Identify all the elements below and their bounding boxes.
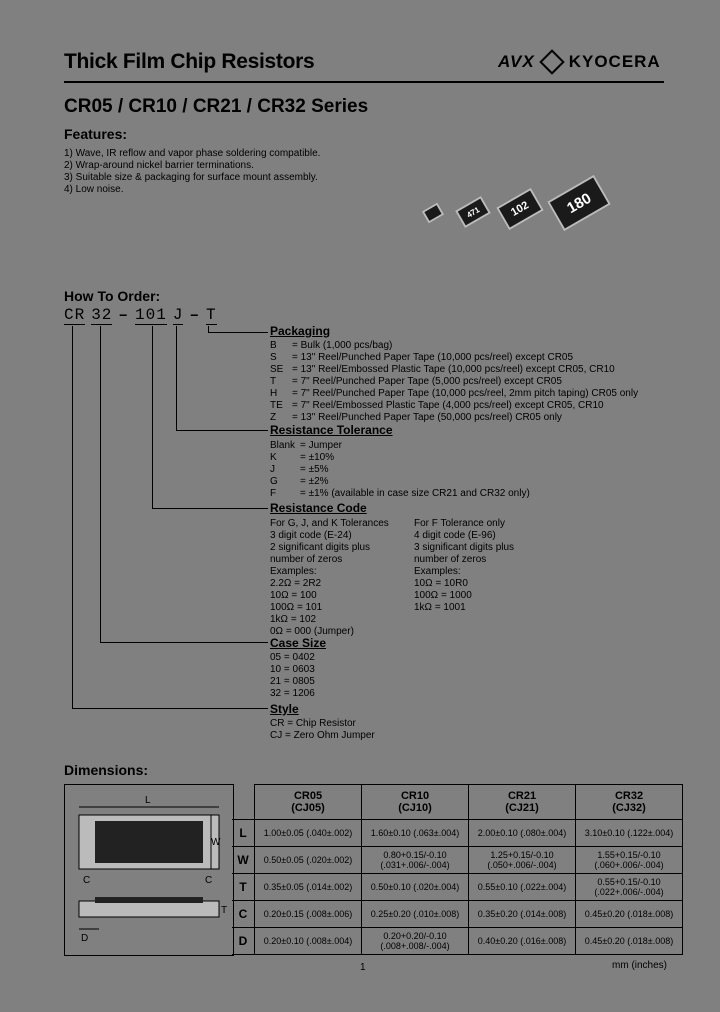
dim-label-d: D <box>81 933 88 944</box>
table-row: L 1.00±0.05 (.040±.002)1.60±0.10 (.063±.… <box>232 819 683 847</box>
page-number: 1 <box>360 962 366 973</box>
features-list: 1) Wave, IR reflow and vapor phase solde… <box>64 148 320 196</box>
feature-item: 3) Suitable size & packaging for surface… <box>64 172 318 183</box>
code-tolerance: J <box>172 306 184 325</box>
code-packaging: T <box>206 306 217 325</box>
code-resistance: 101 <box>135 306 167 325</box>
dimensions-table-wrap: CR05(CJ05) CR10(CJ10) CR21(CJ21) CR32(CJ… <box>232 784 683 955</box>
resistance-code-label: Resistance Code <box>270 501 367 515</box>
chip-cr10-illustration: 471 <box>455 195 491 229</box>
chip-cr21-illustration: 102 <box>496 187 544 231</box>
part-number-example: CR 32 – 101 J – T <box>64 306 217 325</box>
code-style: CR <box>64 306 86 325</box>
kyocera-logo-text: KYOCERA <box>568 52 661 71</box>
dim-label-w: W <box>211 837 221 848</box>
table-row: W 0.50±0.05 (.020±.002)0.80+0.15/-0.10 (… <box>232 846 683 874</box>
features-heading: Features: <box>64 126 128 142</box>
code-dash: – <box>118 306 130 324</box>
header-rule <box>64 81 664 83</box>
kyocera-mark-icon <box>538 49 565 75</box>
col-cr05: CR05(CJ05) <box>254 784 362 820</box>
dimensions-heading: Dimensions: <box>64 762 149 778</box>
chip-cr05-illustration <box>421 202 445 224</box>
col-cr32: CR32(CJ32) <box>575 784 683 820</box>
how-to-order-heading: How To Order: <box>64 288 161 304</box>
unit-note: mm (inches) <box>612 960 668 971</box>
avx-logo-text: AVX <box>498 52 535 71</box>
dim-label-c-left: C <box>83 875 90 886</box>
code-case: 32 <box>91 306 113 325</box>
brand-logo: AVX KYOCERA <box>498 49 661 75</box>
chip-cr32-illustration: 180 <box>547 174 611 232</box>
page-title: Thick Film Chip Resistors <box>64 50 315 73</box>
tolerance-list: Blank= Jumper K= ±10% J= ±5% G= ±2% F= ±… <box>270 440 530 499</box>
feature-item: 4) Low noise. <box>64 184 124 195</box>
table-row: T 0.35±0.05 (.014±.002)0.50±0.10 (.020±.… <box>232 873 683 901</box>
tolerance-label: Resistance Tolerance <box>270 423 393 437</box>
style-label: Style <box>270 702 299 716</box>
feature-item: 2) Wrap-around nickel barrier terminatio… <box>64 160 254 171</box>
col-cr21: CR21(CJ21) <box>468 784 576 820</box>
feature-item: 1) Wave, IR reflow and vapor phase solde… <box>64 148 321 159</box>
table-row: C 0.20±0.15 (.008±.006)0.25±0.20 (.010±.… <box>232 900 683 928</box>
dim-label-t: T <box>221 905 227 916</box>
col-cr10: CR10(CJ10) <box>361 784 469 820</box>
dimensions-table: CR05(CJ05) CR10(CJ10) CR21(CJ21) CR32(CJ… <box>232 784 683 955</box>
dim-label-l: L <box>145 795 151 806</box>
packaging-list: B= Bulk (1,000 pcs/bag) S= 13" Reel/Punc… <box>270 340 639 423</box>
chip-outline-diagram: L W C C T D <box>78 795 227 944</box>
case-size-label: Case Size <box>270 636 327 650</box>
series-title: CR05 / CR10 / CR21 / CR32 Series <box>64 96 369 117</box>
dimension-diagram: L W C C T D <box>64 784 234 956</box>
code-dash: – <box>189 306 201 324</box>
dim-label-c-right: C <box>205 875 212 886</box>
table-row: D 0.20±0.10 (.008±.004)0.20+0.20/-0.10 (… <box>232 927 683 955</box>
packaging-label: Packaging <box>270 324 331 338</box>
